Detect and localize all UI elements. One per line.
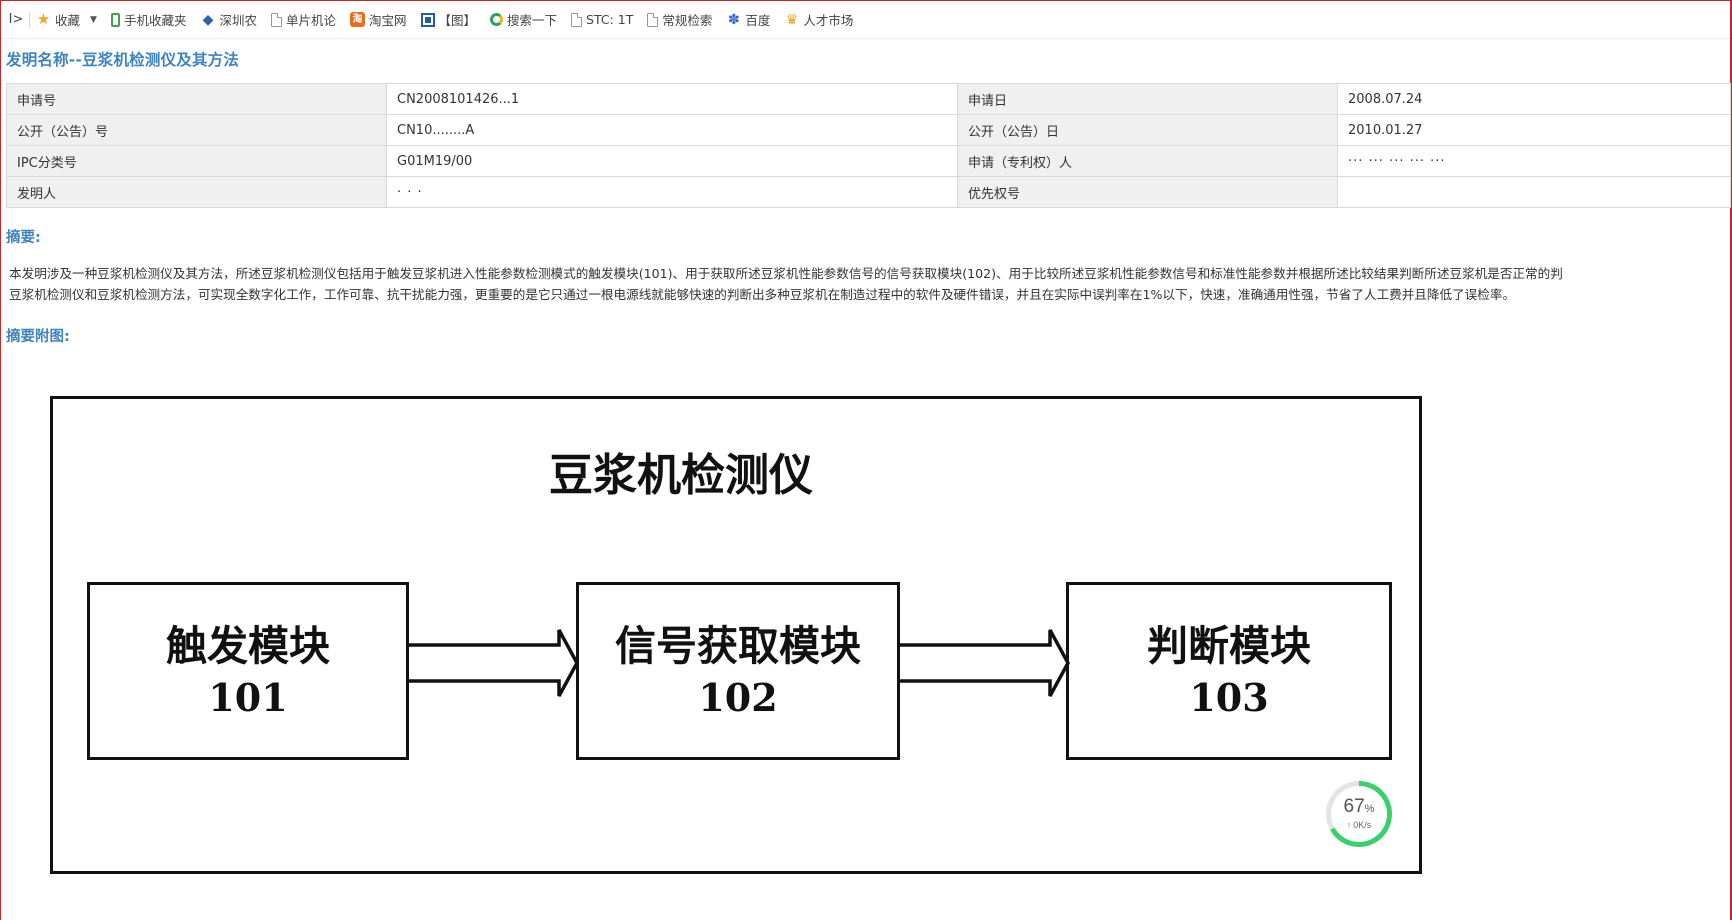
favorites-menu-button[interactable]: ★ 收藏 ▼ bbox=[36, 8, 97, 32]
trophy-icon: ♛ bbox=[785, 11, 799, 28]
rate-value: 0K/s bbox=[1353, 820, 1372, 830]
page-icon bbox=[571, 12, 583, 27]
value-publication-number: CN10........A bbox=[386, 114, 958, 146]
bookmark-image-site[interactable]: 【图】 bbox=[420, 8, 477, 32]
arrow-right-icon bbox=[409, 629, 579, 697]
value-application-date: 2008.07.24 bbox=[1337, 83, 1731, 115]
module-number: 102 bbox=[698, 675, 778, 720]
bookmark-baidu[interactable]: ✽ 百度 bbox=[726, 8, 770, 32]
module-number: 101 bbox=[208, 675, 288, 720]
table-row: 发明人 · · · 优先权号 bbox=[6, 176, 1731, 208]
module-name: 触发模块 bbox=[166, 622, 330, 670]
module-name: 信号获取模块 bbox=[615, 622, 861, 670]
abstract-line: 豆浆机检测仪和豆浆机检测方法，可实现全数字化工作，工作可靠、抗干扰能力强，更重要… bbox=[9, 287, 1516, 302]
bookmark-label: 常规检索 bbox=[662, 13, 713, 28]
module-box-judgment: 判断模块 103 bbox=[1066, 582, 1392, 760]
value-applicant: ··· ··· ··· ··· ··· bbox=[1337, 145, 1731, 177]
bookmark-stc[interactable]: STC: 1T bbox=[571, 8, 633, 32]
value-priority-number bbox=[1337, 176, 1731, 208]
diamond-icon: ◆ bbox=[202, 11, 214, 28]
bookmark-label: 淘宝网 bbox=[368, 13, 407, 28]
value-publication-date: 2010.01.27 bbox=[1337, 114, 1731, 146]
bookmark-label: 深圳农 bbox=[219, 13, 257, 28]
module-box-trigger: 触发模块 101 bbox=[87, 582, 409, 760]
figure-heading: 摘要附图: bbox=[6, 329, 70, 345]
diagram-title: 豆浆机检测仪 bbox=[549, 450, 813, 501]
bookmark-label: 搜索一下 bbox=[507, 13, 558, 28]
abstract-figure: 豆浆机检测仪 触发模块 101 信号获取模块 102 判断模块 103 bbox=[50, 396, 1422, 874]
label-applicant: 申请（专利权）人 bbox=[957, 145, 1338, 177]
bookmark-label: STC: 1T bbox=[586, 12, 634, 27]
bookmark-label: 单片机论 bbox=[285, 13, 336, 28]
page-icon bbox=[270, 12, 282, 27]
module-name: 判断模块 bbox=[1147, 622, 1311, 670]
label-application-number: 申请号 bbox=[6, 83, 387, 115]
bookmark-regular-search[interactable]: 常规检索 bbox=[647, 8, 712, 32]
window-frame-top bbox=[0, 0, 1732, 1]
favorites-label: 收藏 bbox=[55, 13, 81, 28]
divider bbox=[29, 11, 30, 28]
patent-info-table: 申请号 CN2008101426...1 申请日 2008.07.24 公开（公… bbox=[6, 83, 1731, 208]
bookmark-taobao[interactable]: 淘 淘宝网 bbox=[349, 8, 407, 32]
arrow-up-icon: ↑ bbox=[1346, 820, 1352, 830]
label-publication-date: 公开（公告）日 bbox=[957, 114, 1338, 146]
label-publication-number: 公开（公告）号 bbox=[6, 114, 387, 146]
label-application-date: 申请日 bbox=[957, 83, 1338, 115]
speed-widget-inner: 67% ↑0K/s bbox=[1331, 786, 1387, 842]
search-icon bbox=[490, 13, 504, 26]
arrow-right-icon bbox=[900, 629, 1070, 697]
value-inventor: · · · bbox=[386, 176, 958, 208]
percent-sign: % bbox=[1364, 803, 1375, 815]
bookmark-shenzhen[interactable]: ◆ 深圳农 bbox=[200, 8, 257, 32]
page-icon bbox=[647, 12, 659, 27]
star-icon: ★ bbox=[36, 10, 51, 28]
square-logo-icon bbox=[420, 12, 435, 27]
label-inventor: 发明人 bbox=[6, 176, 387, 208]
value-application-number: CN2008101426...1 bbox=[386, 83, 958, 115]
table-row: 公开（公告）号 CN10........A 公开（公告）日 2010.01.27 bbox=[6, 114, 1731, 146]
window-frame-right bbox=[1730, 0, 1732, 920]
label-priority-number: 优先权号 bbox=[957, 176, 1338, 208]
bookmark-label: 手机收藏夹 bbox=[123, 13, 187, 28]
value-ipc-class: G01M19/00 bbox=[386, 145, 958, 177]
favorites-bar: I> ★ 收藏 ▼ 手机收藏夹 ◆ 深圳农 单片机论 淘 淘宝网 【图】 搜索一… bbox=[1, 1, 1730, 39]
abstract-text: 本发明涉及一种豆浆机检测仪及其方法，所述豆浆机检测仪包括用于触发豆浆机进入性能参… bbox=[9, 263, 1730, 305]
module-number: 103 bbox=[1189, 675, 1269, 720]
table-row: IPC分类号 G01M19/00 申请（专利权）人 ··· ··· ··· ··… bbox=[6, 145, 1731, 177]
upload-rate: ↑0K/s bbox=[1347, 819, 1372, 831]
table-row: 申请号 CN2008101426...1 申请日 2008.07.24 bbox=[6, 83, 1731, 115]
label-ipc-class: IPC分类号 bbox=[6, 145, 387, 177]
memory-percent: 67% bbox=[1344, 797, 1375, 819]
bookmark-label: 百度 bbox=[745, 13, 771, 28]
abstract-line: 本发明涉及一种豆浆机检测仪及其方法，所述豆浆机检测仪包括用于触发豆浆机进入性能参… bbox=[9, 266, 1563, 281]
phone-icon bbox=[110, 12, 120, 27]
bookmark-search[interactable]: 搜索一下 bbox=[490, 8, 557, 32]
chevron-down-icon[interactable]: ▼ bbox=[90, 14, 97, 25]
bookmark-mobile-favorites[interactable]: 手机收藏夹 bbox=[110, 8, 187, 32]
bookmark-label: 【图】 bbox=[438, 13, 477, 28]
bookmark-mcu-forum[interactable]: 单片机论 bbox=[270, 8, 336, 32]
network-speed-widget[interactable]: 67% ↑0K/s bbox=[1326, 781, 1392, 847]
bookmark-talent-market[interactable]: ♛ 人才市场 bbox=[784, 8, 854, 32]
percent-value: 67 bbox=[1343, 796, 1365, 817]
abstract-heading: 摘要: bbox=[6, 230, 41, 246]
bookmark-label: 人才市场 bbox=[803, 13, 854, 28]
paw-icon: ✽ bbox=[728, 11, 740, 28]
invention-title: 发明名称--豆浆机检测仪及其方法 bbox=[6, 51, 240, 69]
taobao-icon: 淘 bbox=[349, 12, 365, 27]
module-box-signal-acquisition: 信号获取模块 102 bbox=[576, 582, 900, 760]
window-frame-left bbox=[0, 0, 1, 920]
favorites-toggle-button[interactable]: I> bbox=[8, 12, 24, 27]
